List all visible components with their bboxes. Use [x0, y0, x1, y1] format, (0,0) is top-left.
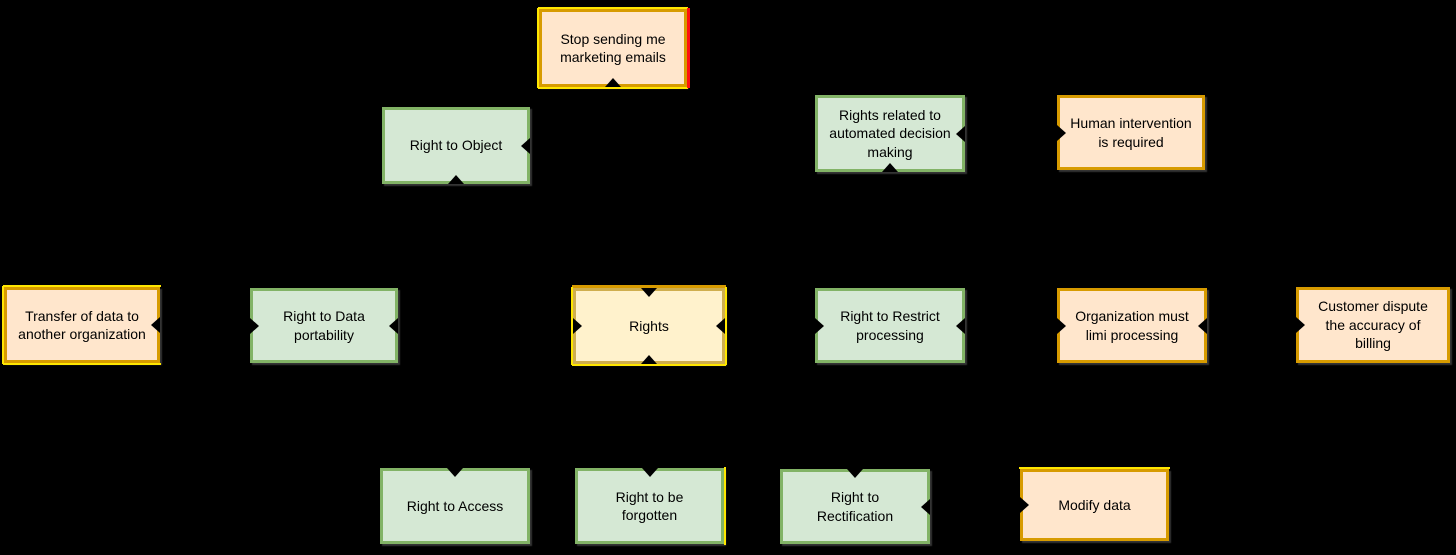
highlight-edge	[3, 285, 161, 287]
node-label: Organization must limi processing	[1075, 308, 1189, 343]
arrowhead-icon	[521, 137, 530, 154]
node-label: Modify data	[1058, 496, 1131, 513]
node-label: Rights related to automated decision mak…	[829, 106, 951, 160]
node-label: Rights	[629, 317, 669, 334]
node-data-portability[interactable]: Right to Data portability	[250, 288, 398, 363]
arrowhead-icon	[815, 317, 824, 334]
arrowhead-icon	[1198, 317, 1207, 334]
node-human-intervention[interactable]: Human intervention is required	[1057, 95, 1205, 170]
highlight-edge	[571, 287, 573, 365]
node-stop-marketing-emails[interactable]: Stop sending me marketing emails	[537, 7, 690, 89]
arrowhead-icon	[956, 125, 965, 142]
node-label: Right to Object	[409, 137, 503, 154]
node-customer-dispute-billing[interactable]: Customer dispute the accuracy of billing	[1296, 287, 1450, 363]
node-label: Stop sending me marketing emails	[560, 30, 666, 65]
node-restrict-processing[interactable]: Right to Restrict processing	[815, 288, 965, 363]
arrowhead-icon	[921, 498, 930, 515]
highlight-edge	[724, 467, 726, 545]
node-right-to-be-forgotten[interactable]: Right to be forgotten	[575, 467, 726, 545]
node-modify-data[interactable]: Modify data	[1019, 467, 1170, 541]
arrowhead-icon	[250, 317, 259, 334]
arrowhead-icon	[389, 317, 398, 334]
node-right-to-access[interactable]: Right to Access	[380, 468, 530, 544]
highlight-edge	[572, 364, 726, 366]
node-right-to-rectification[interactable]: Right to Rectification	[780, 469, 930, 544]
node-rights[interactable]: Rights	[571, 285, 727, 366]
arrowhead-icon	[956, 317, 965, 334]
node-label: Human intervention is required	[1070, 115, 1192, 150]
arrowhead-icon	[448, 175, 464, 184]
node-organization-must-limi[interactable]: Organization must limi processing	[1057, 288, 1207, 363]
node-label: Right to Access	[406, 497, 504, 514]
arrowhead-icon	[716, 318, 725, 334]
node-right-to-object[interactable]: Right to Object	[382, 107, 530, 184]
highlight-edge	[687, 8, 690, 88]
arrowhead-icon	[641, 468, 658, 477]
highlight-edge	[537, 8, 539, 88]
arrowhead-icon	[151, 317, 160, 333]
highlight-edge	[538, 87, 688, 89]
node-label: Right to Data portability	[283, 308, 365, 343]
node-label: Right to Restrict processing	[840, 308, 940, 343]
highlight-edge	[538, 7, 688, 9]
arrowhead-icon	[1020, 497, 1029, 513]
node-transfer-of-data[interactable]: Transfer of data to another organization	[2, 285, 161, 365]
node-label: Transfer of data to another organization	[18, 307, 146, 342]
arrowhead-icon	[573, 318, 582, 334]
arrowhead-icon	[882, 163, 898, 172]
arrowhead-icon	[1057, 317, 1066, 334]
arrowhead-icon	[847, 469, 863, 478]
highlight-edge	[3, 363, 161, 365]
arrowhead-icon	[447, 468, 463, 477]
highlight-edge	[1019, 467, 1170, 469]
node-label: Customer dispute the accuracy of billing	[1318, 298, 1428, 352]
node-automated-decision-making[interactable]: Rights related to automated decision mak…	[815, 95, 965, 172]
highlight-edge	[2, 286, 4, 364]
arrowhead-icon	[1296, 317, 1305, 333]
arrowhead-icon	[641, 288, 657, 297]
highlight-edge	[725, 287, 727, 365]
highlight-edge	[572, 285, 726, 288]
node-label: Right to Rectification	[816, 489, 894, 524]
arrowhead-icon	[641, 355, 657, 364]
arrowhead-icon	[605, 78, 621, 87]
node-label: Right to be forgotten	[615, 488, 684, 523]
arrowhead-icon	[1057, 124, 1066, 141]
